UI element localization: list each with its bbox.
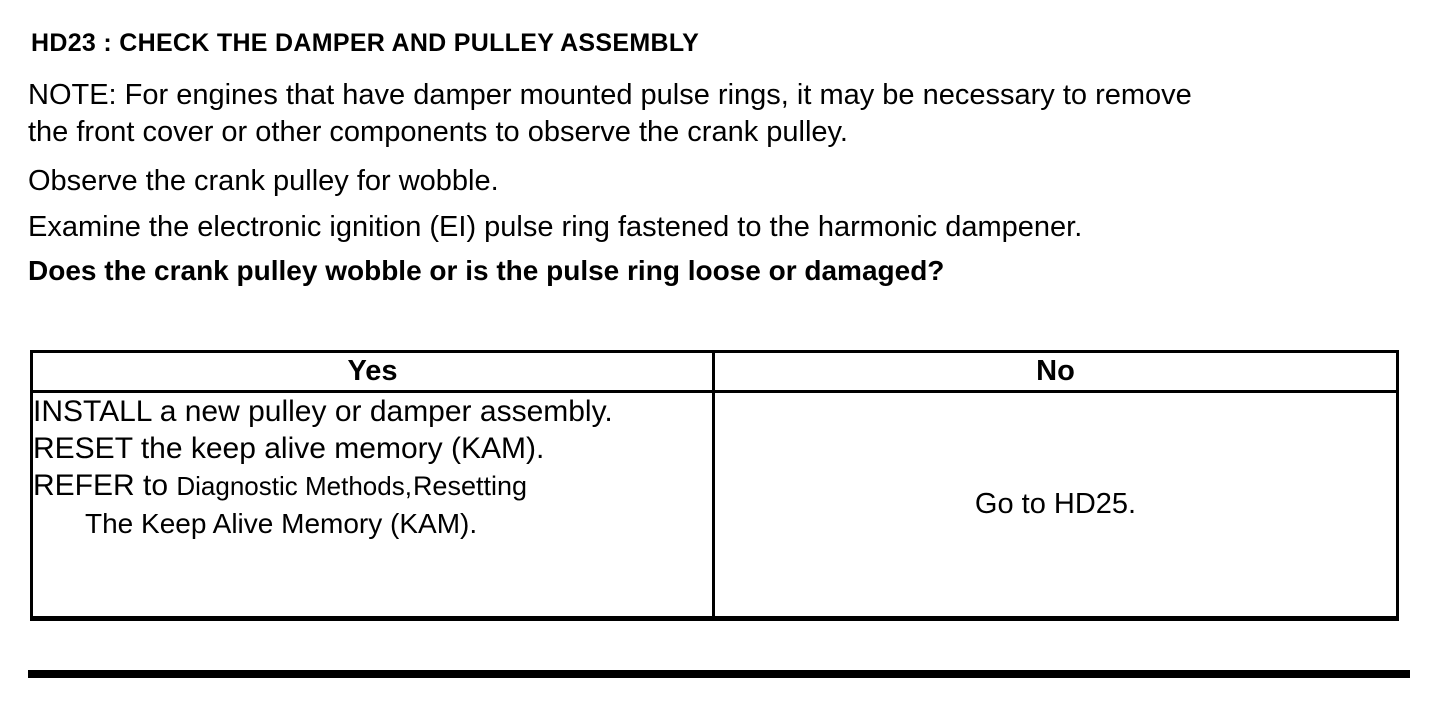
decision-question: Does the crank pulley wobble or is the p… xyxy=(28,255,945,286)
no-column-header: No xyxy=(712,350,1399,393)
decision-table: Yes No INSTALL a new pulley or damper as… xyxy=(30,350,1399,621)
yes-action-reset: RESET the keep alive memory (KAM). xyxy=(33,432,545,465)
refer-reference-continuation: The Keep Alive Memory (KAM). xyxy=(85,508,478,539)
note-line-2: the front cover or other components to o… xyxy=(28,116,848,148)
yes-action-refer: REFER to Diagnostic Methods,Resetting xyxy=(33,467,712,505)
yes-cell: INSTALL a new pulley or damper assembly.… xyxy=(30,390,715,621)
instruction-examine: Examine the electronic ignition (EI) pul… xyxy=(28,211,1083,243)
refer-prefix: REFER to xyxy=(33,469,169,502)
instruction-observe: Observe the crank pulley for wobble. xyxy=(28,165,499,197)
no-cell: Go to HD25. xyxy=(712,390,1399,621)
yes-column-header: Yes xyxy=(30,350,715,393)
decision-table-header-row: Yes No xyxy=(30,350,1399,393)
bottom-divider-rule xyxy=(28,670,1410,678)
note-line-1: NOTE: For engines that have damper mount… xyxy=(28,79,1192,111)
note-paragraph: NOTE: For engines that have damper mount… xyxy=(28,77,1192,151)
yes-action-install: INSTALL a new pulley or damper assembly. xyxy=(33,395,613,428)
page-title: HD23 : CHECK THE DAMPER AND PULLEY ASSEM… xyxy=(31,29,700,57)
refer-reference-title: Diagnostic Methods, xyxy=(176,471,412,501)
refer-reference-tail: Resetting xyxy=(412,471,528,501)
decision-table-body-row: INSTALL a new pulley or damper assembly.… xyxy=(30,390,1399,621)
